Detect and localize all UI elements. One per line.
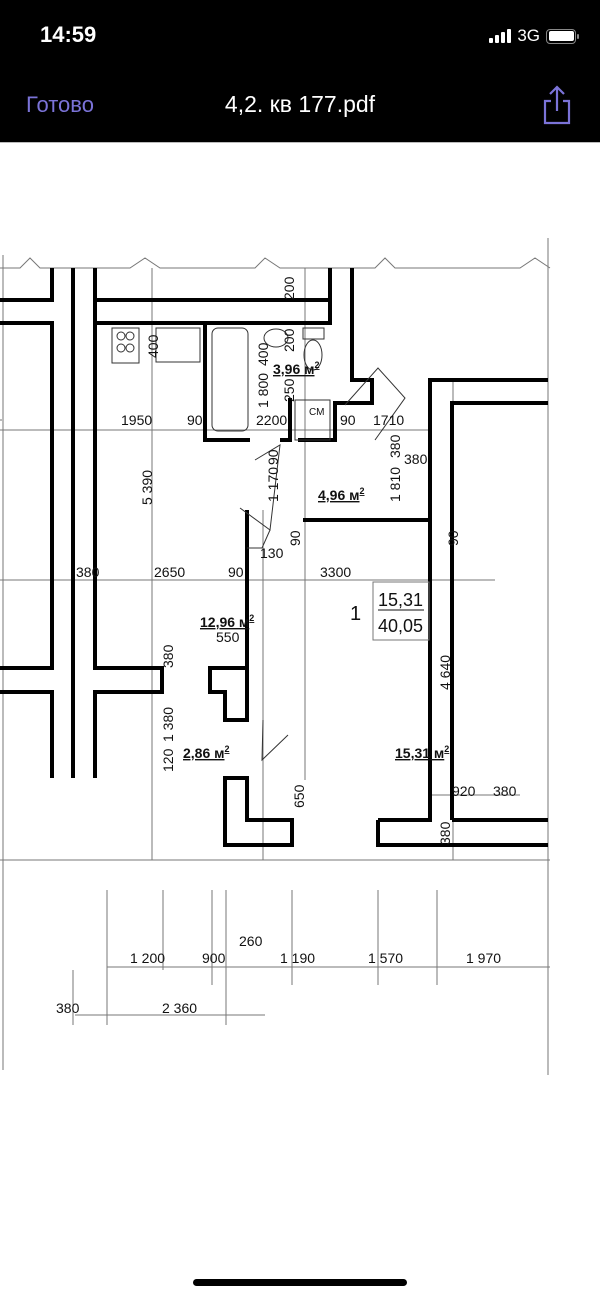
living-area-total: 15,31 bbox=[378, 590, 423, 610]
top-bar: 14:59 3G Готово 4,2. кв 177.pdf bbox=[0, 0, 600, 143]
apartment-number: 1 bbox=[350, 603, 361, 625]
dim-label: 2200 bbox=[256, 412, 287, 428]
dim-label: 200 bbox=[281, 328, 297, 352]
walls bbox=[0, 268, 548, 847]
total-area: 40,05 bbox=[378, 616, 423, 636]
area-hall: 4,96 м2 bbox=[318, 486, 365, 503]
battery-icon bbox=[546, 28, 579, 44]
closet-label: СМ bbox=[309, 407, 324, 418]
dim-label: 1 800 bbox=[255, 373, 271, 408]
sink-icon bbox=[155, 327, 201, 363]
dim-label: 1 810 bbox=[387, 467, 403, 502]
area-kitchen: 12,96 м2 bbox=[200, 613, 254, 630]
dim-label: 380 bbox=[387, 434, 403, 458]
toilet-icon bbox=[302, 327, 325, 340]
dimension-labels: 200 400 400 200 1 800 250 1950 90 2200 9… bbox=[56, 276, 517, 1016]
network-type: 3G bbox=[517, 26, 540, 45]
dim-label: 380 bbox=[493, 783, 517, 799]
dim-label: 2650 bbox=[154, 564, 185, 580]
area-bathroom: 3,96 м2 bbox=[273, 360, 320, 377]
status-indicators: 3G bbox=[489, 26, 579, 46]
dim-label: 90 bbox=[287, 530, 303, 546]
dim-label: 1 570 bbox=[368, 950, 403, 966]
dim-label: 90 bbox=[187, 412, 203, 428]
dim-label: 380 bbox=[437, 821, 453, 845]
dim-label: 5 390 bbox=[139, 470, 155, 505]
bathtub-icon bbox=[211, 327, 249, 432]
dim-label: 260 bbox=[239, 933, 263, 949]
area-balcony: 2,86 м2 bbox=[183, 744, 230, 761]
dim-label: 90 bbox=[445, 530, 461, 546]
dim-label: 380 bbox=[404, 451, 428, 467]
fixtures bbox=[111, 327, 406, 762]
dim-label: 1 380 bbox=[160, 707, 176, 742]
dim-label: 380 bbox=[56, 1000, 80, 1016]
dim-label: 200 bbox=[281, 276, 297, 300]
dim-label: 380 bbox=[160, 644, 176, 668]
dim-label: 1 200 bbox=[130, 950, 165, 966]
dim-label: 550 bbox=[216, 629, 240, 645]
washbasin-icon bbox=[263, 328, 289, 348]
dim-label: 1 170 bbox=[265, 467, 281, 502]
dim-label: 400 bbox=[255, 342, 271, 366]
dim-label: 90 bbox=[340, 412, 356, 428]
dim-label: 380 bbox=[76, 564, 100, 580]
closet bbox=[294, 399, 331, 441]
dim-label: 920 bbox=[452, 783, 476, 799]
home-indicator[interactable] bbox=[193, 1279, 407, 1286]
status-time: 14:59 bbox=[40, 22, 97, 47]
dim-label: 400 bbox=[145, 334, 161, 358]
share-icon[interactable] bbox=[541, 85, 573, 125]
dim-label: 4 640 bbox=[437, 655, 453, 690]
signal-icon bbox=[489, 29, 512, 43]
dim-label: 250 bbox=[281, 378, 297, 402]
dim-label: 1710 bbox=[373, 412, 404, 428]
stove-icon bbox=[111, 327, 140, 364]
area-living: 15,31 м2 bbox=[395, 744, 449, 761]
dim-label: 650 bbox=[291, 784, 307, 808]
dim-label: 900 bbox=[202, 950, 226, 966]
frame-lines bbox=[0, 238, 551, 1075]
dim-label: 130 bbox=[260, 545, 284, 561]
dim-label: 2 360 bbox=[162, 1000, 197, 1016]
dim-label: 1950 bbox=[121, 412, 152, 428]
room-labels: СМ 3,96 м2 4,96 м2 12,96 м2 2,86 м2 15,3… bbox=[183, 360, 449, 761]
dim-label: 3300 bbox=[320, 564, 351, 580]
dim-label: 90 bbox=[228, 564, 244, 580]
dim-label: 1 190 bbox=[280, 950, 315, 966]
dim-label: 90 bbox=[265, 449, 281, 465]
dim-label: 120 bbox=[160, 748, 176, 772]
area-box bbox=[372, 581, 430, 641]
dim-label: 1 970 bbox=[466, 950, 501, 966]
done-button[interactable]: Готово bbox=[26, 92, 94, 117]
